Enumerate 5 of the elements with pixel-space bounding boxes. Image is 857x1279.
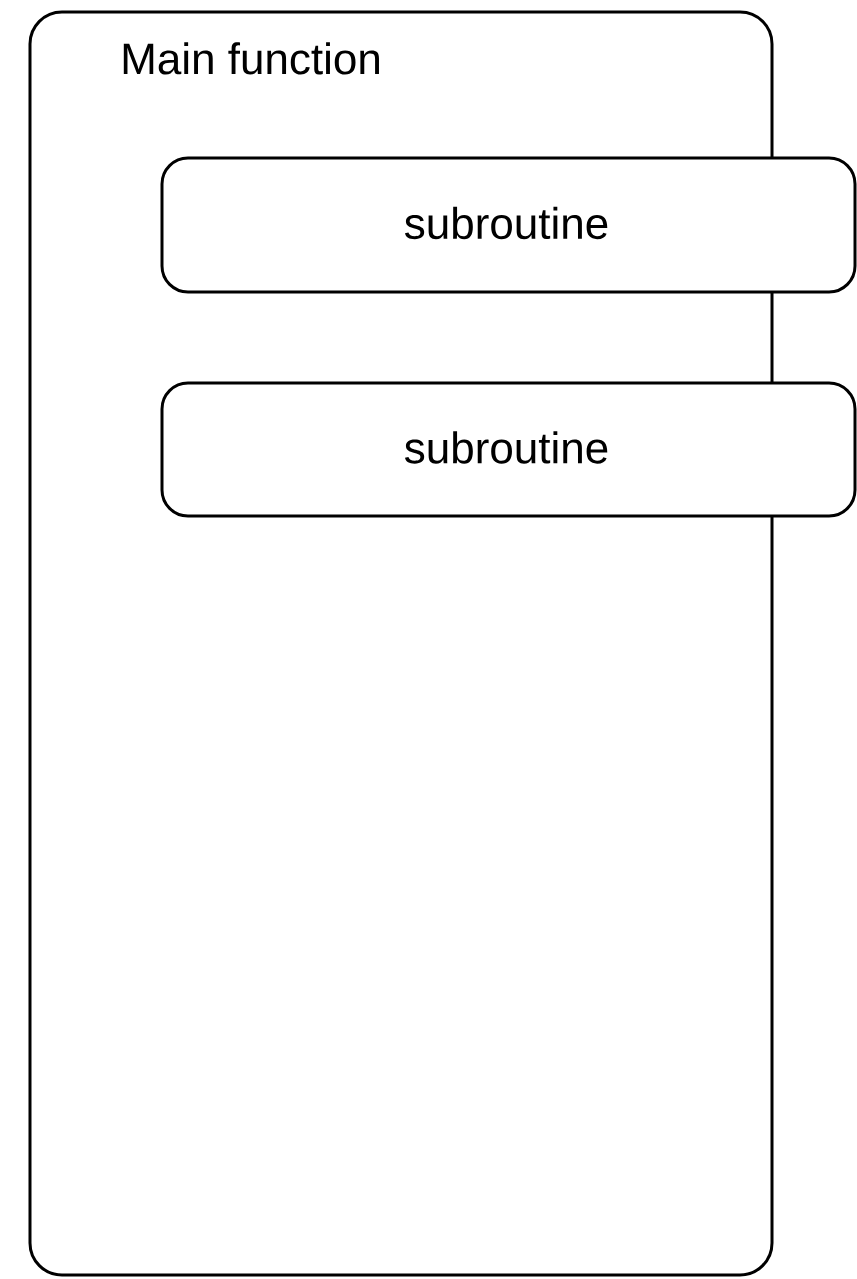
subroutine-box <box>160 156 857 294</box>
heading: Main function <box>123 42 379 75</box>
subroutine-box <box>160 381 857 518</box>
box-label: subroutine <box>405 431 608 464</box>
box-label: subroutine <box>405 206 608 240</box>
